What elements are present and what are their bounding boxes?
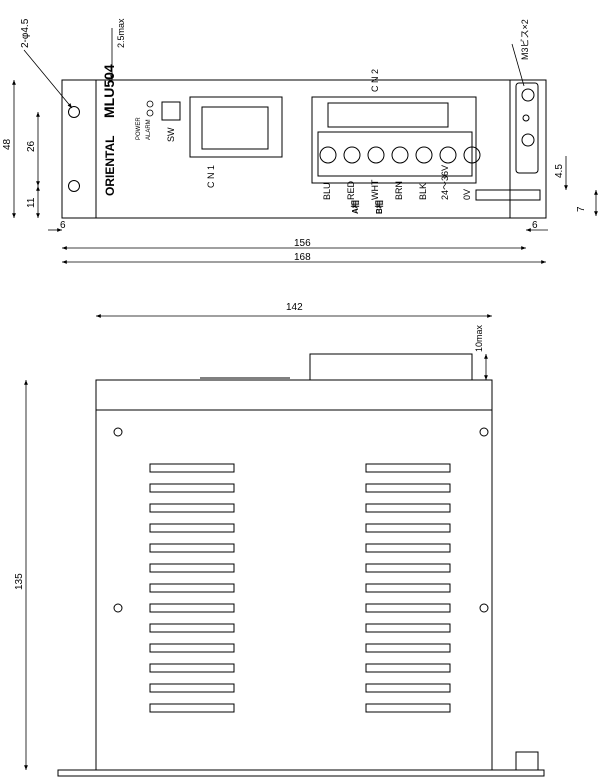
cn2-screws (319, 146, 481, 164)
top-view-dimensions (12, 28, 598, 264)
mounting-screws-front (113, 427, 489, 613)
cn1-label: C N 1 (206, 165, 216, 188)
dim-6-left-text: 6 (60, 220, 66, 231)
protrusion-max: 2.5max (116, 18, 126, 48)
cn2-label: C N 2 (370, 69, 380, 92)
dim-48-text: 48 (2, 138, 13, 150)
dim-7-text: 7 (576, 206, 587, 212)
led-alarm-label: ALARM (146, 119, 152, 140)
cn2-terminal-block (311, 96, 477, 184)
top-view-labels: 2-φ4.5 2.5max ORIENTAL MLU504 POWER ALAR… (2, 18, 587, 263)
dim-6-right-text: 6 (532, 220, 538, 231)
wire-label-blu: BLU (322, 182, 332, 200)
dim-11-text: 11 (26, 197, 37, 208)
cn2-profile (309, 353, 473, 381)
wire-label-0v: 0V (462, 189, 472, 200)
ground-screw-upper (521, 88, 535, 102)
hole-callout: 2-φ4.5 (20, 18, 31, 48)
mounting-hole-right (522, 114, 530, 122)
vent-slots (149, 463, 451, 713)
dim-4-5-text: 4.5 (554, 164, 565, 178)
model: MLU504 (101, 64, 117, 118)
alarm-led (146, 109, 154, 117)
switch-sw (161, 101, 181, 121)
dim-156-text: 156 (294, 238, 311, 249)
wire-label-brn: BRN (394, 181, 404, 200)
power-led (146, 100, 154, 108)
dim-135-text: 135 (14, 573, 25, 590)
dim-10max-text: 10max (474, 324, 484, 352)
wire-label-red: RED (346, 180, 356, 200)
cn1-connector (189, 96, 283, 158)
hole-leader (23, 49, 73, 109)
phase-a-label: A相 (350, 200, 360, 214)
dim-168-text: 168 (294, 252, 311, 263)
base-plate (57, 769, 545, 777)
switch-label: SW (166, 127, 176, 142)
front-view-dimensions (24, 314, 492, 770)
slot (475, 189, 541, 201)
brand: ORIENTAL (103, 136, 117, 196)
front-view (57, 353, 545, 777)
wire-label-blk: BLK (418, 183, 428, 200)
screw-label: M3ビス×2 (520, 19, 530, 60)
dim-26-text: 26 (26, 140, 37, 152)
wire-label-power: 24〜36V (440, 165, 450, 200)
mounting-hole-upper (68, 106, 80, 118)
top-view (61, 79, 547, 219)
ground-terminal-block (515, 82, 539, 174)
mounting-hole-lower (68, 180, 80, 192)
phase-b-label: B相 (374, 200, 384, 214)
led-power-label: POWER (136, 117, 142, 140)
front-view-labels: 142 10max 135 (14, 302, 484, 590)
dim-142-text: 142 (286, 302, 303, 313)
wire-label-wht: WHT (370, 179, 380, 200)
ground-screw-lower (521, 133, 535, 147)
ground-terminal-profile (515, 751, 539, 771)
led-indicators (146, 100, 154, 117)
driver-outline-top (61, 79, 547, 219)
ground-leader (511, 43, 525, 87)
